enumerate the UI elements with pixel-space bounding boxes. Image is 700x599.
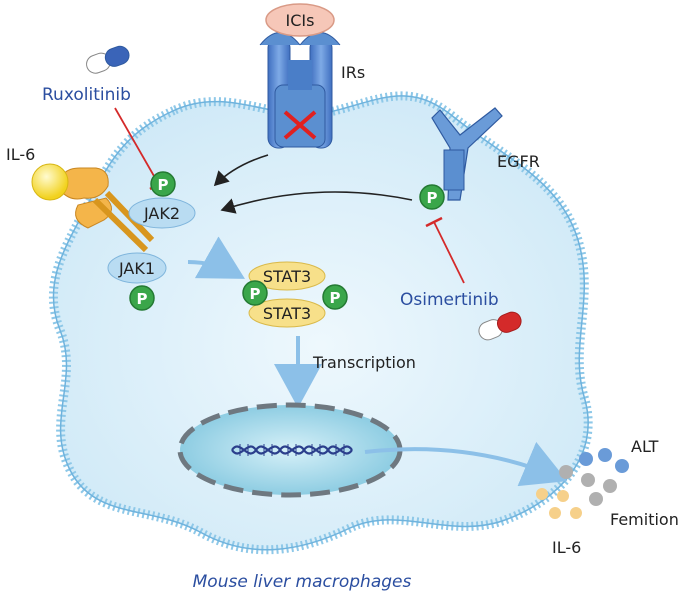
il6-right-label: IL-6 bbox=[552, 538, 581, 557]
cell-membrane-inner bbox=[52, 95, 589, 551]
icis-ligand: ICIs bbox=[265, 3, 335, 37]
jak1-phospho: P bbox=[129, 285, 155, 311]
stat3-dimer: STAT3 STAT3 bbox=[248, 261, 326, 328]
stat3-phospho-left: P bbox=[242, 280, 268, 306]
stat3-bottom-label: STAT3 bbox=[263, 304, 311, 323]
stat3-top-label: STAT3 bbox=[263, 267, 311, 286]
il6-left-label: IL-6 bbox=[6, 145, 35, 164]
phospho-label: P bbox=[137, 290, 148, 308]
egfr-receptor bbox=[431, 107, 503, 201]
jak1-label: JAK1 bbox=[118, 259, 155, 278]
arrow-irs-to-jak2 bbox=[213, 154, 269, 187]
blocked-x-icon bbox=[283, 110, 317, 140]
jak2-label: JAK2 bbox=[143, 204, 180, 223]
jak1-protein: JAK1 bbox=[107, 252, 167, 284]
caption: Mouse liver macrophages bbox=[193, 572, 412, 592]
osimertinib-capsule-icon bbox=[478, 311, 522, 341]
phospho-label: P bbox=[250, 285, 261, 303]
ruxolitinib-label: Ruxolitinib bbox=[42, 85, 131, 105]
il6-receptor bbox=[59, 167, 155, 253]
irs-receptor bbox=[259, 32, 341, 149]
osimertinib-label: Osimertinib bbox=[400, 290, 499, 310]
egfr-label: EGFR bbox=[497, 152, 540, 171]
arrow-secretion bbox=[364, 441, 568, 487]
irs-label: IRs bbox=[341, 63, 365, 82]
alt-label: ALT bbox=[631, 437, 659, 456]
arrow-egfr-to-jak2 bbox=[220, 191, 413, 214]
icis-label: ICIs bbox=[286, 11, 315, 30]
phospho-label: P bbox=[330, 289, 341, 307]
il6-ligand bbox=[31, 163, 69, 201]
jak2-phospho: P bbox=[150, 171, 176, 197]
jak2-protein: JAK2 bbox=[128, 197, 196, 229]
ruxolitinib-capsule-icon bbox=[86, 45, 130, 74]
femition-label: Femition bbox=[610, 510, 679, 529]
phospho-label: P bbox=[158, 176, 169, 194]
phospho-label: P bbox=[427, 189, 438, 207]
egfr-phospho: P bbox=[419, 184, 445, 210]
osimertinib-inhibition bbox=[425, 216, 465, 284]
arrow-jak-to-stat3 bbox=[187, 236, 245, 279]
stat3-phospho-right: P bbox=[322, 284, 348, 310]
transcription-label: Transcription bbox=[312, 353, 416, 372]
secreted-factors bbox=[536, 448, 629, 519]
dna-helix-icon bbox=[231, 444, 353, 456]
